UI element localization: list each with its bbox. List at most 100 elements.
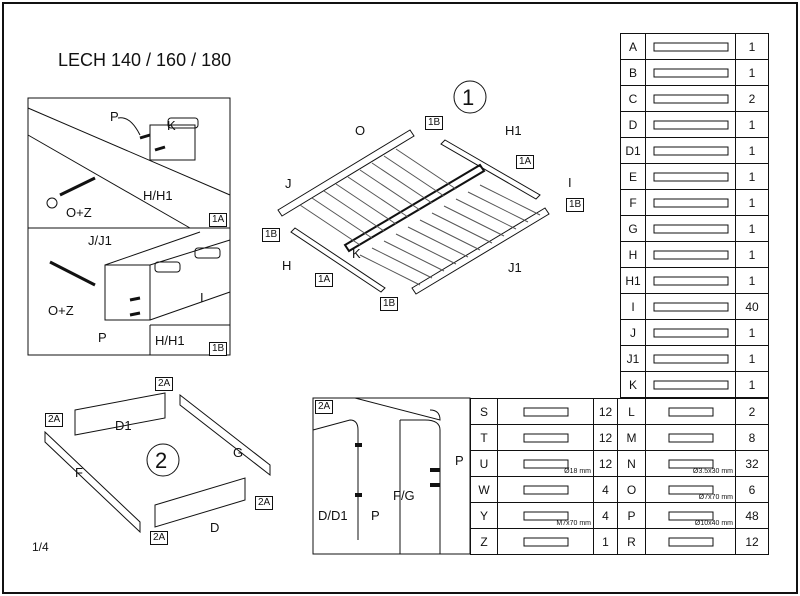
panel-icon xyxy=(645,215,736,242)
hardware-qty: 12 xyxy=(593,398,618,425)
part-row: C 2 xyxy=(620,85,769,112)
page-title: LECH 140 / 160 / 180 xyxy=(58,50,232,70)
part-id: G xyxy=(620,215,646,242)
hardware-id: R xyxy=(617,528,646,555)
washer-icon xyxy=(497,476,594,503)
hardware-row: S 12 L 2 xyxy=(470,398,769,425)
detail-2A: P F/G D/D1 P xyxy=(312,397,471,555)
part-qty: 2 xyxy=(735,85,769,112)
hardware-row: Z 1 R 12 xyxy=(470,528,769,555)
tag-2A: 2A xyxy=(315,400,334,414)
detail-1A: P K O+Z H/H1 xyxy=(27,97,231,229)
confirmat-screw-icon: Ø7x70 mm xyxy=(645,476,736,503)
panel-icon xyxy=(645,189,736,216)
part-qty: 1 xyxy=(735,189,769,216)
label-i: I xyxy=(568,175,572,190)
hardware-qty: 4 xyxy=(593,502,618,529)
hardware-qty: 12 xyxy=(593,450,618,477)
cap-icon: Ø18 mm xyxy=(497,450,594,477)
label-f: F xyxy=(75,465,83,480)
label-jj1: J/J1 xyxy=(88,233,112,248)
label-dd1: D/D1 xyxy=(318,508,348,523)
hardware-id: N xyxy=(617,450,646,477)
connector-icon xyxy=(645,528,736,555)
part-qty: 1 xyxy=(735,33,769,60)
tag-1B: 1B xyxy=(262,228,281,242)
hardware-id: W xyxy=(470,476,498,503)
part-row: D 1 xyxy=(620,111,769,138)
pad-icon xyxy=(645,398,736,425)
label-p: P xyxy=(455,453,464,468)
hardware-dimension: M7x70 mm xyxy=(556,520,591,527)
part-row: E 1 xyxy=(620,163,769,190)
part-row: B 1 xyxy=(620,59,769,86)
label-hh1: H/H1 xyxy=(143,188,173,203)
part-qty: 1 xyxy=(735,371,769,398)
tag-1A: 1A xyxy=(516,155,535,169)
page-number: 1/4 xyxy=(32,540,49,554)
part-row: F 1 xyxy=(620,189,769,216)
hardware-row: W 4 O Ø7x70 mm 6 xyxy=(470,476,769,503)
label-i: I xyxy=(200,290,204,305)
tag-1A: 1A xyxy=(209,213,228,227)
part-id: J1 xyxy=(620,345,646,372)
part-id: C xyxy=(620,85,646,112)
label-fg: F/G xyxy=(393,488,415,503)
label-k: K xyxy=(352,246,361,261)
step1-drawing: 1 O H1 J I H K J1 xyxy=(277,80,572,295)
hardware-id: T xyxy=(470,424,498,451)
glide-icon xyxy=(645,424,736,451)
hardware-id: P xyxy=(617,502,646,529)
part-qty: 1 xyxy=(735,215,769,242)
hardware-dimension: Ø10x40 mm xyxy=(694,520,733,527)
hardware-id: S xyxy=(470,398,498,425)
label-g: G xyxy=(233,445,243,460)
part-row: D1 1 xyxy=(620,137,769,164)
label-p: P xyxy=(371,508,380,523)
label-j1: J1 xyxy=(508,260,522,275)
hardware-qty: 1 xyxy=(593,528,618,555)
part-row: J 1 xyxy=(620,319,769,346)
parts-table: A 1 B 1 C 2 D 1 D1 1 E 1 F 1 G 1 H 1 H1 … xyxy=(620,33,769,398)
part-qty: 1 xyxy=(735,137,769,164)
part-qty: 40 xyxy=(735,293,769,320)
step1-number: 1 xyxy=(462,85,474,110)
part-id: J xyxy=(620,319,646,346)
part-qty: 1 xyxy=(735,241,769,268)
label-h: H xyxy=(282,258,291,273)
tag-1B: 1B xyxy=(209,342,228,356)
hardware-id: L xyxy=(617,398,646,425)
cam-lock-icon xyxy=(497,398,594,425)
hardware-qty: 6 xyxy=(735,476,769,503)
hardware-row: U Ø18 mm 12 N Ø3.5x30 mm 32 xyxy=(470,450,769,477)
hardware-qty: 48 xyxy=(735,502,769,529)
hardware-row: Y M7x70 mm 4 P Ø10x40 mm 48 xyxy=(470,502,769,529)
label-d1: D1 xyxy=(115,418,132,433)
dowel-icon: Ø10x40 mm xyxy=(645,502,736,529)
part-id: I xyxy=(620,293,646,320)
label-o: O xyxy=(355,123,365,138)
hardware-id: Z xyxy=(470,528,498,555)
detail-1B: J/J1 O+Z P I H/H1 xyxy=(27,227,231,356)
tag-2A: 2A xyxy=(155,377,174,391)
slat-holder-center-icon xyxy=(645,371,736,398)
allen-key-icon xyxy=(497,528,594,555)
drawer-side-icon xyxy=(645,111,736,138)
part-qty: 1 xyxy=(735,267,769,294)
part-qty: 1 xyxy=(735,345,769,372)
part-id: E xyxy=(620,163,646,190)
label-p: P xyxy=(98,330,107,345)
label-j: J xyxy=(285,176,292,191)
part-row: I 40 xyxy=(620,293,769,320)
tag-2A: 2A xyxy=(45,413,64,427)
hardware-row: T 12 M 8 xyxy=(470,424,769,451)
hardware-id: Y xyxy=(470,502,498,529)
hardware-qty: 32 xyxy=(735,450,769,477)
part-id: D1 xyxy=(620,137,646,164)
tag-2A: 2A xyxy=(150,531,169,545)
part-qty: 1 xyxy=(735,163,769,190)
frame-side-icon xyxy=(645,59,736,86)
label-p: P xyxy=(110,109,119,124)
drawer-side-icon xyxy=(645,137,736,164)
